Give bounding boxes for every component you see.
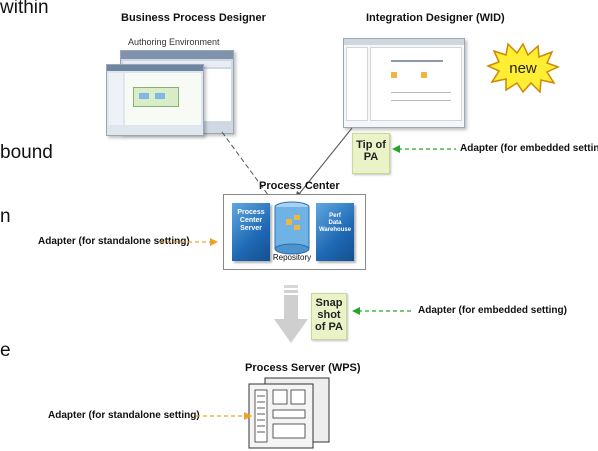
process-center-server-icon: Process Center Server	[232, 203, 270, 261]
new-badge-shape	[486, 42, 560, 94]
side-text-n: n	[0, 206, 11, 227]
repository-cylinder-icon	[274, 201, 310, 255]
pc-server-line2: Center	[239, 217, 263, 224]
pc-server-line3: Server	[240, 225, 262, 232]
adapter-embedded-bottom: Adapter (for embedded setting)	[418, 305, 567, 316]
note-tip-line2: PA	[363, 151, 379, 163]
note-snapshot-line3: of PA	[315, 321, 343, 333]
adapter-standalone-bottom: Adapter (for standalone setting)	[48, 410, 200, 421]
bpd-title: Business Process Designer	[121, 12, 266, 24]
bpd-caption: Authoring Environment	[128, 37, 220, 47]
new-badge-icon: new	[486, 42, 560, 94]
arrow-embedded-bottom-icon	[352, 307, 414, 315]
new-badge-label: new	[509, 60, 537, 77]
bpd-screenshot: Authoring Environment	[106, 37, 234, 136]
process-center-title: Process Center	[259, 180, 340, 192]
pc-server-line1: Process	[237, 209, 265, 216]
adapter-embedded-top: Adapter (for embedded setting)	[460, 143, 598, 154]
process-center-frame: Process Center Server Repository Perf Da…	[223, 194, 366, 270]
note-tip-line1: Tip of	[356, 139, 386, 151]
connector-bpd-to-pc	[221, 131, 275, 204]
process-server-title: Process Server (WPS)	[245, 362, 361, 374]
repository-label: Repository	[272, 253, 312, 262]
wid-screenshot	[343, 38, 465, 128]
bpd-window-front	[106, 64, 204, 136]
note-tip-of-pa: Tip of PA	[352, 133, 390, 174]
arrow-embedded-top-icon	[392, 145, 456, 153]
warehouse-line3: Warehouse	[318, 227, 352, 233]
warehouse-line2: Data	[328, 220, 342, 226]
down-block-arrow-icon	[274, 285, 308, 343]
side-text-e: e	[0, 340, 11, 361]
note-snapshot-of-pa: Snap shot of PA	[311, 293, 347, 340]
side-text-bound: bound	[0, 142, 53, 163]
warehouse-line1: Perf	[329, 213, 341, 219]
perf-data-warehouse-icon: Perf Data Warehouse	[316, 203, 354, 261]
adapter-standalone-mid: Adapter (for standalone setting)	[38, 236, 190, 247]
note-snapshot-line2: shot	[317, 309, 341, 321]
arrow-standalone-bottom-icon	[196, 412, 252, 420]
connector-wid-to-pc	[294, 127, 353, 200]
side-text-within: within	[0, 0, 49, 18]
process-server-icon	[248, 377, 330, 449]
wid-title: Integration Designer (WID)	[366, 12, 505, 24]
note-snapshot-line1: Snap	[315, 297, 343, 309]
arrow-standalone-mid-icon	[160, 238, 218, 246]
